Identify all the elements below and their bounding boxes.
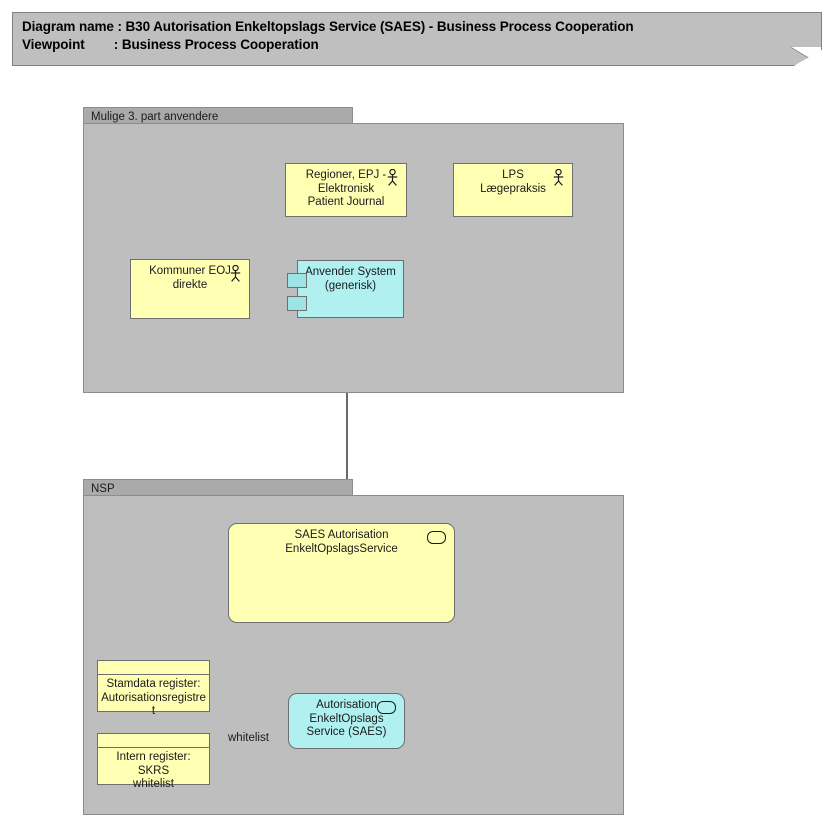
connector-label-whitelist: whitelist [226, 732, 271, 744]
element-regioner-epj[interactable]: Regioner, EPJ - Elektronisk Patient Jour… [285, 163, 407, 217]
object-icon [98, 674, 209, 675]
element-saes-autorisation-service[interactable]: SAES Autorisation EnkeltOpslagsService [228, 523, 455, 623]
element-anvender-system-label: Anvender System (generisk) [305, 266, 396, 292]
element-intern-register-skrs-label: Intern register: SKRS whitelist [116, 751, 191, 791]
element-lps-laegepraksis-label: LPS Lægepraksis [480, 169, 546, 195]
component-icon [287, 296, 307, 311]
diagram-header-note: Diagram name : B30 Autorisation Enkeltop… [12, 12, 822, 66]
element-regioner-epj-label: Regioner, EPJ - Elektronisk Patient Jour… [305, 169, 387, 209]
element-lps-laegepraksis[interactable]: LPS Lægepraksis [453, 163, 573, 217]
element-stamdata-register-label: Stamdata register: Autorisationsregistre… [101, 678, 206, 718]
element-kommuner-eoj-label: Kommuner EOJ direkte [149, 265, 231, 291]
actor-icon [230, 265, 241, 282]
viewpoint-text: Viewpoint : Business Process Cooperation [22, 37, 319, 52]
element-autorisation-enkeltopslags-service[interactable]: Autorisation EnkeltOpslags Service (SAES… [288, 693, 405, 749]
actor-icon [553, 169, 564, 186]
group-lower-title: NSP [83, 479, 353, 496]
element-stamdata-register[interactable]: Stamdata register: Autorisationsregistre… [97, 660, 210, 717]
element-saes-autorisation-service-label: SAES Autorisation EnkeltOpslagsService [285, 529, 398, 555]
element-intern-register-skrs[interactable]: Intern register: SKRS whitelist [97, 733, 210, 790]
group-upper-title: Mulige 3. part anvendere [83, 107, 353, 124]
diagram-name-text: Diagram name : B30 Autorisation Enkeltop… [22, 19, 634, 34]
element-anvender-system[interactable]: Anvender System (generisk) [287, 260, 404, 318]
object-icon [98, 747, 209, 748]
element-kommuner-eoj[interactable]: Kommuner EOJ direkte [130, 259, 250, 319]
element-autorisation-enkeltopslags-service-label: Autorisation EnkeltOpslags Service (SAES… [306, 699, 387, 739]
component-icon [287, 273, 307, 288]
actor-icon [387, 169, 398, 186]
service-icon [427, 531, 446, 544]
service-icon [377, 701, 396, 714]
